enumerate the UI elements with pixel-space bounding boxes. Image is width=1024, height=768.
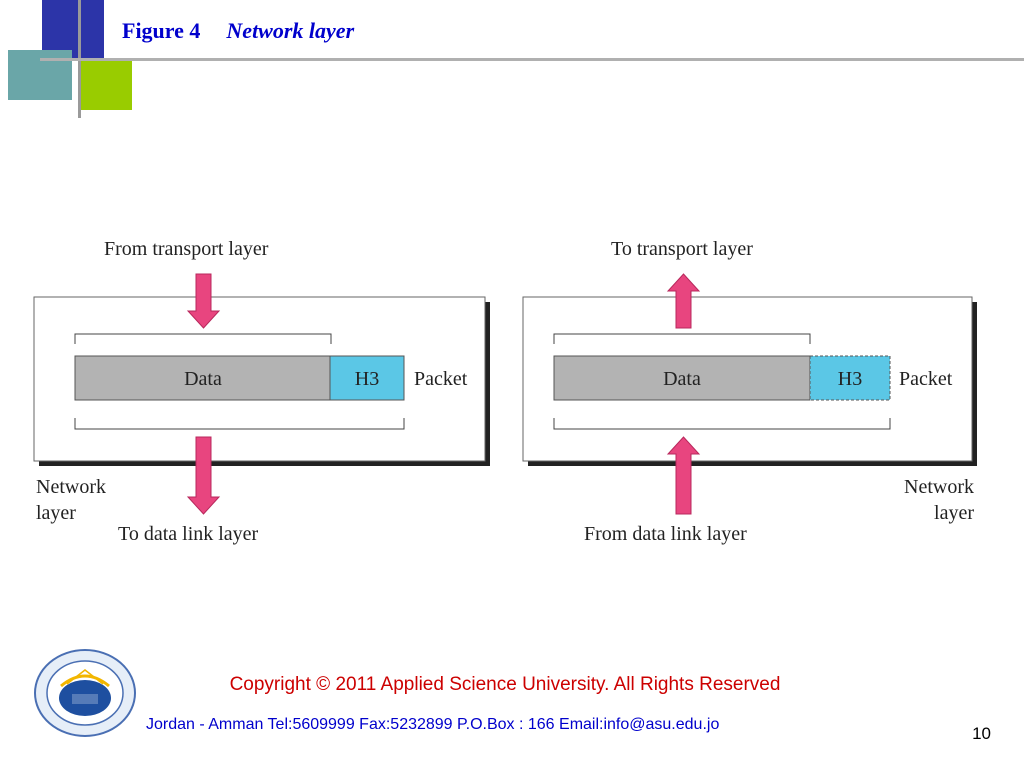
sender-side-label-line1: Network [36, 476, 106, 498]
sender-bottom-bracket [74, 418, 405, 430]
sender-side-label-line2: layer [36, 502, 76, 524]
sender-panel: Data H3 Packet [33, 273, 490, 515]
deco-square-green [80, 58, 132, 110]
slide-title: Figure 4 Network layer [122, 18, 354, 44]
university-seal-logo [34, 649, 136, 737]
receiver-header-block [809, 355, 891, 401]
title-text: Network layer [226, 18, 355, 43]
receiver-data-block [553, 355, 811, 401]
copyright-notice: Copyright © 2011 Applied Science Univers… [229, 674, 781, 695]
receiver-bottom-label: From data link layer [584, 523, 747, 545]
receiver-side-label-line1: Network [904, 476, 974, 498]
sender-top-bracket [74, 333, 332, 344]
receiver-top-arrow [666, 273, 701, 329]
receiver-top-bracket [553, 333, 811, 344]
receiver-side-label-line2: layer [934, 502, 974, 524]
sender-header-label: H3 [355, 368, 379, 390]
sender-top-arrow [186, 273, 221, 329]
receiver-top-label: To transport layer [611, 238, 753, 260]
sender-header-block [329, 355, 405, 401]
sender-data-block [74, 355, 332, 401]
receiver-bottom-bracket [553, 418, 891, 430]
sender-top-label: From transport layer [104, 238, 269, 260]
sender-bottom-arrow [186, 436, 221, 515]
network-layer-diagram: Data H3 Packet Data H3 Packet [33, 273, 977, 515]
receiver-data-label: Data [663, 368, 701, 390]
receiver-bottom-arrow [666, 436, 701, 515]
contact-info: Jordan - Amman Tel:5609999 Fax:5232899 P… [146, 716, 720, 733]
sender-data-label: Data [184, 368, 222, 390]
receiver-packet-label: Packet [899, 368, 953, 390]
deco-horizontal-line [40, 58, 1024, 61]
page-number: 10 [972, 724, 991, 743]
receiver-header-label: H3 [838, 368, 862, 390]
sender-packet-label: Packet [414, 368, 468, 390]
title-figure-number: Figure 4 [122, 18, 201, 43]
receiver-panel: Data H3 Packet [522, 273, 977, 515]
sender-bottom-label: To data link layer [118, 523, 259, 545]
corner-decoration [8, 0, 1024, 118]
